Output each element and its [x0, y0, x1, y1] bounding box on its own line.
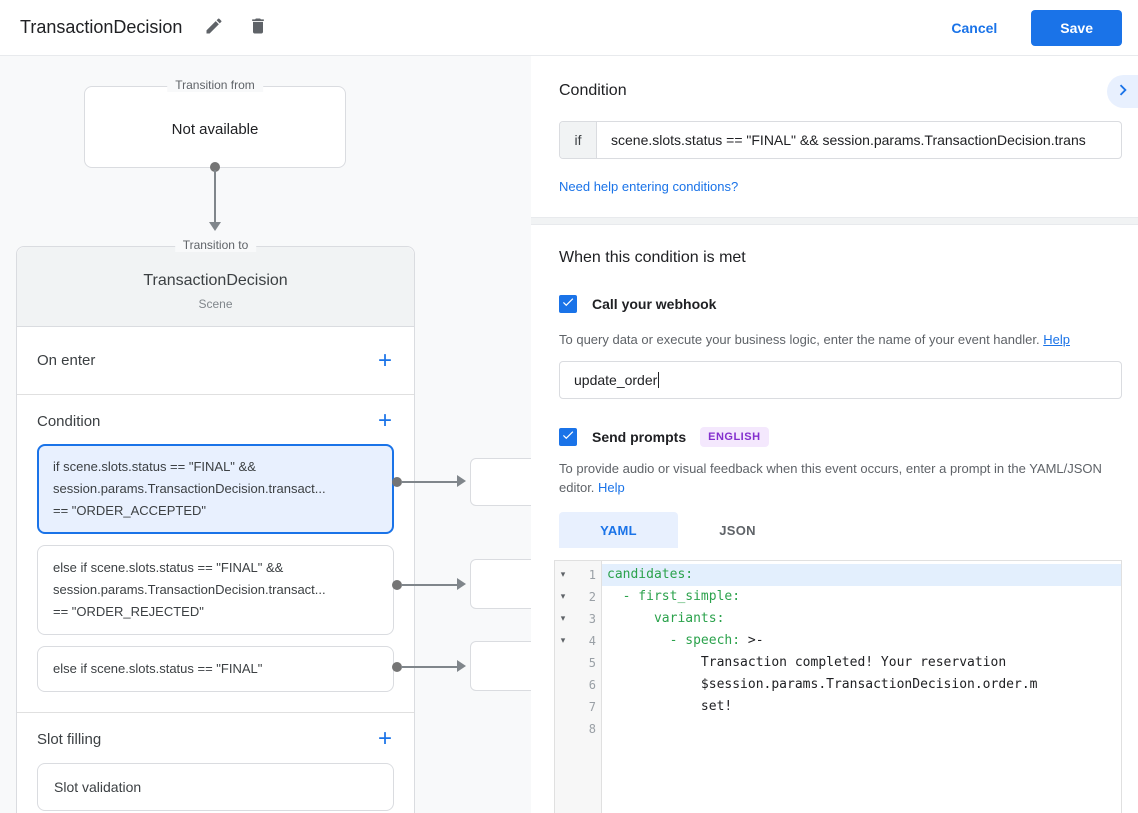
scene-node-subtitle: Scene: [198, 297, 233, 311]
code-editor: ▾ 1 ▾ 2 ▾ 3 ▾ 4 5 6 7 8 candidates: - first_simple:…: [554, 560, 1122, 813]
webhook-label: Call your webhook: [592, 296, 717, 312]
connector-arrowhead-icon: [457, 578, 466, 590]
tab-yaml[interactable]: YAML: [559, 512, 678, 548]
webhook-helper-body: To query data or execute your business l…: [559, 332, 1040, 347]
condition-card-3[interactable]: else if scene.slots.status == "FINAL": [37, 646, 394, 692]
condition-expression-row: if scene.slots.status == "FINAL" && sess…: [559, 121, 1122, 159]
code-line[interactable]: - first_simple:: [622, 589, 741, 604]
line-number: 2: [588, 590, 596, 604]
on-enter-label: On enter: [37, 352, 96, 369]
code-line[interactable]: variants:: [653, 611, 725, 626]
send-prompts-checkbox[interactable]: [559, 428, 577, 446]
connector-line: [401, 666, 457, 668]
connector-dot: [210, 162, 220, 172]
editor-code[interactable]: candidates: - first_simple: variants: - …: [602, 561, 1121, 813]
prompts-helper-text: To provide audio or visual feedback when…: [559, 459, 1115, 497]
code-line[interactable]: $session.params.TransactionDecision.orde…: [607, 677, 1038, 692]
chevron-right-icon: [1112, 79, 1134, 104]
send-prompts-label: Send prompts: [592, 429, 687, 445]
when-met-title: When this condition is met: [559, 249, 746, 266]
if-prefix: if: [560, 122, 597, 158]
line-number: 4: [588, 634, 596, 648]
section-divider: [531, 217, 1138, 225]
connector-dot: [392, 580, 402, 590]
add-slot-button[interactable]: +: [377, 725, 392, 752]
transition-target-node-3[interactable]: [470, 641, 531, 691]
code-line[interactable]: set!: [607, 699, 733, 714]
code-line[interactable]: Transaction completed! Your reservation: [607, 655, 1007, 670]
top-bar: TransactionDecision Cancel Save: [0, 0, 1138, 56]
scene-node-title: TransactionDecision: [143, 272, 288, 289]
page-title: TransactionDecision: [20, 17, 183, 37]
check-icon: [561, 428, 575, 447]
add-condition-button[interactable]: +: [377, 407, 392, 434]
fold-arrow-icon[interactable]: ▾: [560, 636, 566, 646]
editor-gutter: ▾ 1 ▾ 2 ▾ 3 ▾ 4 5 6 7 8: [555, 561, 602, 813]
connector-line: [401, 481, 457, 483]
transition-from-label: Transition from: [167, 78, 263, 92]
condition-section-label: Condition: [37, 412, 101, 430]
scene-flow-panel: Transition from Not available Transition…: [0, 56, 531, 813]
line-number: 6: [588, 678, 596, 692]
event-handler-input[interactable]: update_order: [559, 361, 1122, 399]
event-handler-value: update_order: [574, 372, 658, 388]
line-number: 1: [588, 568, 596, 582]
slot-filling-label: Slot filling: [37, 730, 102, 748]
condition-expression-input[interactable]: scene.slots.status == "FINAL" && session…: [611, 132, 1086, 148]
connector-line: [214, 170, 216, 222]
webhook-checkbox[interactable]: [559, 295, 577, 313]
panel-title: Condition: [559, 82, 627, 99]
connector-arrowhead-icon: [457, 475, 466, 487]
line-number: 7: [588, 700, 596, 714]
pencil-icon: [204, 16, 224, 39]
transition-target-node-2[interactable]: [470, 559, 531, 609]
transition-to-node: Transition to TransactionDecision Scene …: [16, 238, 415, 813]
cancel-button[interactable]: Cancel: [951, 19, 998, 36]
connector-arrowhead-icon: [457, 660, 466, 672]
condition-card-1[interactable]: if scene.slots.status == "FINAL" && sess…: [37, 444, 394, 534]
transition-from-value: Not available: [171, 121, 259, 138]
fold-arrow-icon[interactable]: ▾: [560, 570, 566, 580]
prompts-helper-body: To provide audio or visual feedback when…: [559, 461, 1102, 495]
collapse-panel-button[interactable]: [1107, 75, 1138, 108]
check-icon: [561, 295, 575, 314]
line-number: 5: [588, 656, 596, 670]
language-badge: ENGLISH: [700, 427, 769, 447]
text-cursor: [658, 372, 660, 388]
line-number: 3: [588, 612, 596, 626]
connector-dot: [392, 477, 402, 487]
add-on-enter-button[interactable]: +: [377, 346, 392, 374]
webhook-help-link[interactable]: Help: [1043, 332, 1070, 347]
connector-arrowhead-icon: [209, 222, 221, 231]
condition-card-2[interactable]: else if scene.slots.status == "FINAL" &&…: [37, 545, 394, 635]
code-line[interactable]: candidates:: [602, 564, 1121, 586]
trash-icon: [248, 16, 268, 39]
conditions-help-link[interactable]: Need help entering conditions?: [559, 179, 739, 194]
edit-scene-button[interactable]: [202, 16, 226, 40]
condition-detail-panel: Condition if scene.slots.status == "FINA…: [531, 56, 1138, 813]
editor-format-tabs: YAML JSON: [559, 512, 1122, 548]
transition-from-node: Transition from Not available: [84, 78, 346, 168]
connector-line: [401, 584, 457, 586]
prompts-help-link[interactable]: Help: [598, 480, 625, 495]
fold-arrow-icon[interactable]: ▾: [560, 614, 566, 624]
transition-to-label: Transition to: [174, 238, 257, 252]
line-number: 8: [588, 722, 596, 736]
slot-validation-card[interactable]: Slot validation: [37, 763, 394, 811]
fold-arrow-icon[interactable]: ▾: [560, 592, 566, 602]
delete-scene-button[interactable]: [246, 16, 270, 40]
webhook-helper-text: To query data or execute your business l…: [559, 330, 1122, 349]
code-line[interactable]: - speech: >-: [669, 633, 764, 648]
transition-target-node-1[interactable]: [470, 458, 531, 506]
connector-dot: [392, 662, 402, 672]
save-button[interactable]: Save: [1031, 9, 1122, 46]
scene-node-header[interactable]: TransactionDecision Scene: [17, 247, 414, 327]
tab-json[interactable]: JSON: [678, 512, 797, 548]
code-line[interactable]: [602, 718, 1121, 740]
